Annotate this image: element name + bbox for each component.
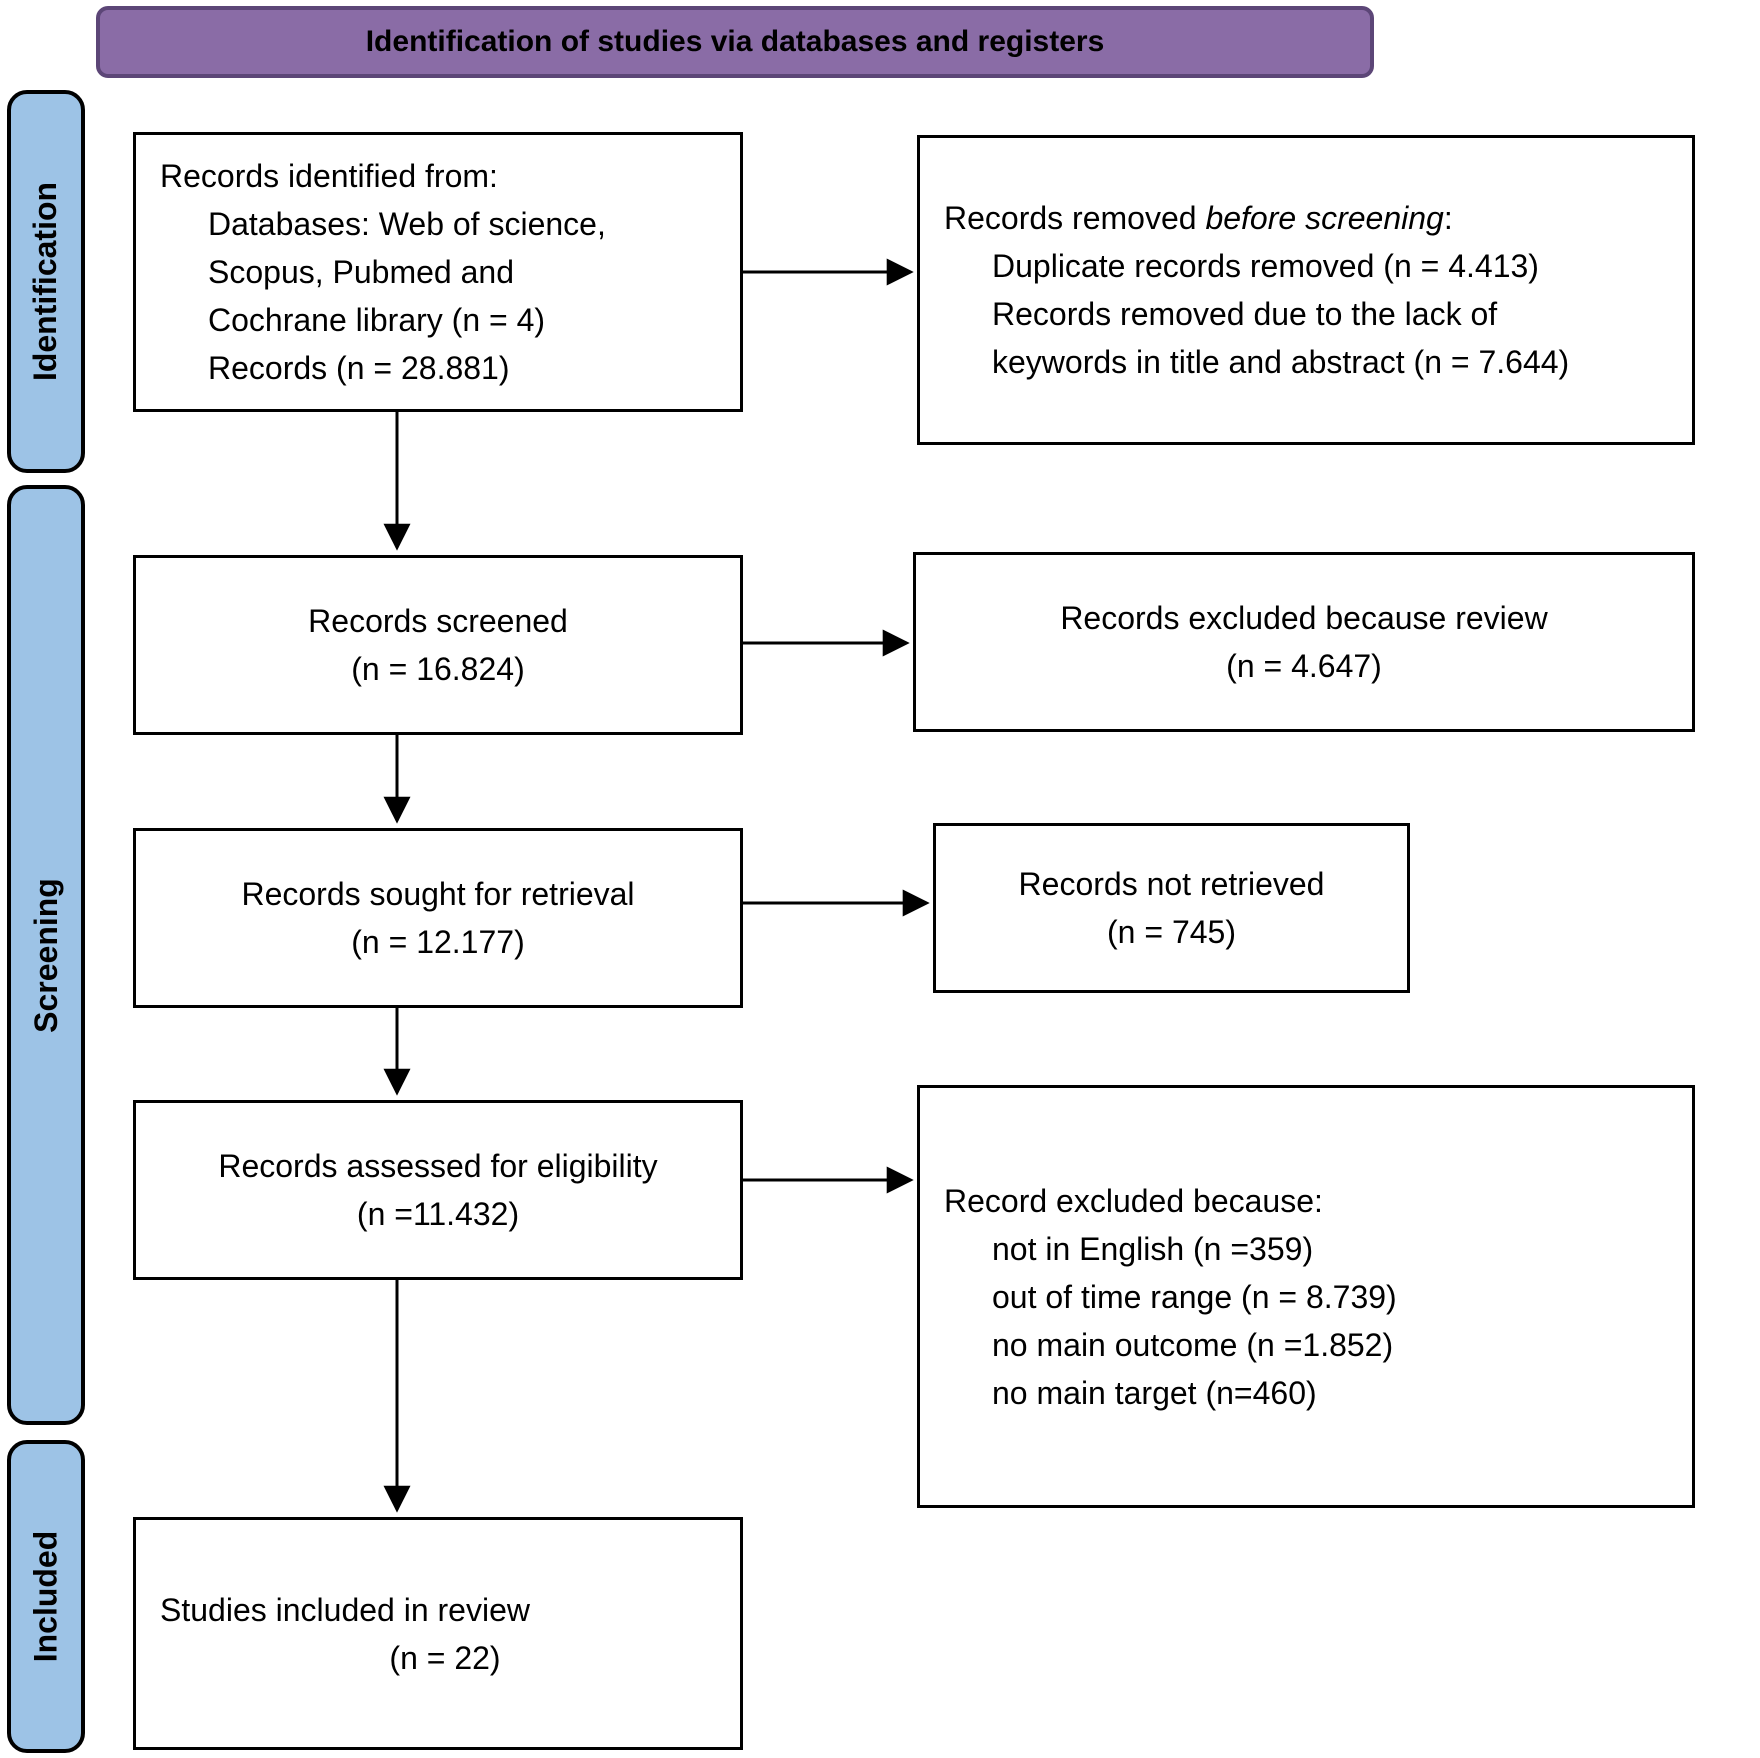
text-line: not in English (n =359) (992, 1230, 1314, 1267)
header-banner: Identification of studies via databases … (96, 6, 1374, 78)
records-screened-box: Records screened (n = 16.824) (133, 555, 743, 735)
records-excluded-review-box: Records excluded because review (n = 4.6… (913, 552, 1695, 732)
stage-screening-label: Screening (27, 877, 64, 1033)
text-line: Records screened (308, 603, 568, 639)
records-excluded-reasons-box: Record excluded because: not in English … (917, 1085, 1695, 1508)
records-assessed-box: Records assessed for eligibility (n =11.… (133, 1100, 743, 1280)
records-sought-box: Records sought for retrieval (n = 12.177… (133, 828, 743, 1008)
records-identified-box: Records identified from: Databases: Web … (133, 132, 743, 412)
text-line: Records excluded because review (1060, 600, 1548, 636)
records-not-retrieved-box: Records not retrieved (n = 745) (933, 823, 1410, 993)
text-line: Records assessed for eligibility (218, 1148, 658, 1184)
stage-identification-label: Identification (27, 181, 64, 382)
stage-screening: Screening (7, 485, 85, 1425)
text-line: Studies included in review (160, 1591, 530, 1628)
text-line: no main target (n=460) (992, 1374, 1317, 1411)
text-line: (n =11.432) (356, 1196, 520, 1232)
stage-included: Included (7, 1440, 85, 1753)
text-line: Records sought for retrieval (241, 876, 635, 912)
text-line: Records removed due to the lack of (992, 296, 1498, 332)
stage-identification: Identification (7, 90, 85, 473)
text-line: Scopus, Pubmed and (208, 254, 514, 290)
text-line: Record excluded because: (944, 1182, 1323, 1219)
text-line: (n = 4.647) (1226, 648, 1382, 684)
text-line: Databases: Web of science, (208, 206, 606, 242)
text-line: Records identified from: (160, 158, 498, 194)
text-line: Cochrane library (n = 4) (208, 302, 546, 338)
text-line: keywords in title and abstract (n = 7.64… (992, 344, 1570, 380)
text-line: no main outcome (n =1.852) (992, 1326, 1394, 1363)
studies-included-box: Studies included in review (n = 22) (133, 1517, 743, 1750)
text-line: Records not retrieved (1018, 866, 1325, 902)
diagram-title: Identification of studies via databases … (365, 25, 1105, 58)
stage-included-label: Included (27, 1530, 64, 1663)
text-line: out of time range (n = 8.739) (992, 1278, 1397, 1315)
text-line: Duplicate records removed (n = 4.413) (992, 248, 1539, 284)
text-line: (n = 22) (389, 1639, 501, 1676)
text-line: (n = 12.177) (351, 924, 525, 960)
text-line: (n = 745) (1107, 914, 1236, 950)
text-line: Records (n = 28.881) (208, 350, 510, 386)
records-removed-box: Records removed before screening: Duplic… (917, 135, 1695, 445)
text-line: (n = 16.824) (351, 651, 525, 687)
text-line: Records removed before screening: (944, 200, 1453, 236)
